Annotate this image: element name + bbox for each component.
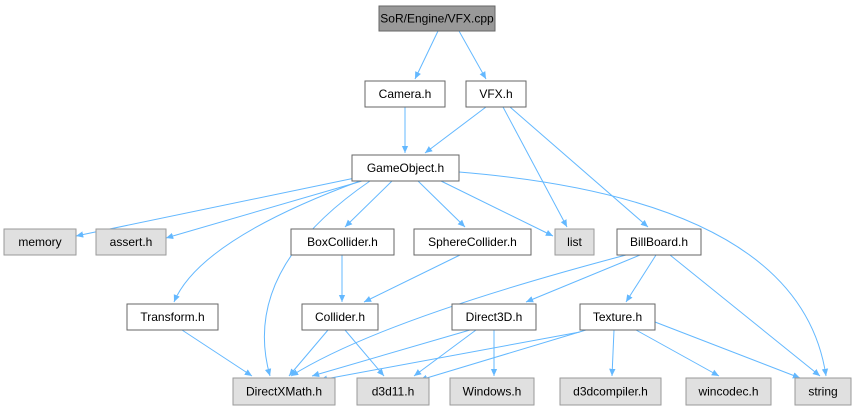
node-direct3d_h[interactable]: Direct3D.h: [451, 303, 537, 331]
node-label: VFX.h: [479, 87, 512, 101]
node-label: Texture.h: [593, 310, 642, 324]
node-label: wincodec.h: [697, 385, 758, 399]
node-box: [351, 154, 460, 182]
edge-billboard_h-to-string: [669, 254, 821, 377]
node-box: [794, 377, 852, 406]
edge-texture_h-to-d3d11_h: [419, 329, 587, 381]
node-d3dcompiler_h: d3dcompiler.h: [559, 377, 662, 406]
node-collider_h[interactable]: Collider.h: [301, 303, 379, 331]
edge-vfx_cpp-to-vfx_h: [458, 30, 487, 80]
node-label: list: [567, 235, 582, 249]
node-box: [364, 80, 446, 108]
edge-vfx_h-to-billboard_h: [509, 106, 649, 228]
edge-collider_h-to-directxmath_h: [288, 329, 329, 377]
edge-gameobject_h-to-assert_h: [165, 180, 363, 240]
node-billboard_h[interactable]: BillBoard.h: [616, 228, 702, 256]
node-label: GameObject.h: [367, 161, 444, 175]
node-directxmath_h: DirectXMath.h: [232, 377, 336, 406]
node-gameobject_h[interactable]: GameObject.h: [351, 154, 460, 182]
node-box: [616, 228, 702, 256]
node-wincodec_h: wincodec.h: [685, 377, 772, 406]
edge-texture_h-to-string: [654, 321, 801, 379]
node-label: DirectXMath.h: [246, 385, 322, 399]
node-vfx_h[interactable]: VFX.h: [465, 80, 527, 108]
node-label: assert.h: [110, 235, 153, 249]
node-box: [3, 228, 77, 256]
node-box: [356, 377, 430, 406]
node-windows_h: Windows.h: [449, 377, 535, 406]
node-label: d3dcompiler.h: [573, 385, 648, 399]
edge-spherecollider_h-to-collider_h: [363, 254, 461, 303]
edge-transform_h-to-directxmath_h: [181, 329, 253, 377]
node-box: [465, 80, 527, 108]
edge-billboard_h-to-directxmath_h: [290, 254, 627, 377]
edge-gameobject_h-to-memory: [75, 177, 356, 238]
node-label: memory: [18, 235, 61, 249]
node-label: SphereCollider.h: [428, 235, 517, 249]
node-transform_h[interactable]: Transform.h: [126, 303, 219, 331]
edge-gameobject_h-to-list: [440, 180, 554, 237]
edge-gameobject_h-to-boxcollider_h: [344, 180, 393, 228]
node-list: list: [554, 228, 595, 256]
node-box: [559, 377, 662, 406]
node-memory: memory: [3, 228, 77, 256]
edge-gameobject_h-to-directxmath_h: [263, 180, 371, 377]
node-box: [95, 228, 167, 256]
node-texture_h[interactable]: Texture.h: [579, 303, 656, 331]
node-d3d11_h: d3d11.h: [356, 377, 430, 406]
edge-gameobject_h-to-spherecollider_h: [417, 180, 466, 228]
node-label: Camera.h: [379, 87, 432, 101]
node-label: Windows.h: [463, 385, 522, 399]
node-string: string: [794, 377, 852, 406]
edge-vfx_h-to-list: [502, 106, 568, 228]
node-box: [579, 303, 656, 331]
node-box: [126, 303, 219, 331]
edge-collider_h-to-d3d11_h: [344, 329, 385, 377]
node-assert_h: assert.h: [95, 228, 167, 256]
node-label: SoR/Engine/VFX.cpp: [380, 12, 494, 26]
node-label: BoxCollider.h: [307, 235, 378, 249]
edge-billboard_h-to-texture_h: [625, 254, 657, 303]
edge-texture_h-to-d3dcompiler_h: [609, 329, 616, 377]
node-vfx_cpp: SoR/Engine/VFX.cpp: [378, 5, 496, 32]
edges-layer: [75, 30, 829, 382]
node-box: [554, 228, 595, 256]
node-label: string: [808, 385, 837, 399]
node-box: [301, 303, 379, 331]
node-box: [378, 5, 496, 32]
node-boxcollider_h[interactable]: BoxCollider.h: [290, 228, 395, 256]
node-label: d3d11.h: [372, 385, 415, 399]
node-box: [451, 303, 537, 331]
node-label: Direct3D.h: [466, 310, 523, 324]
edge-texture_h-to-directxmath_h: [319, 331, 581, 382]
node-box: [449, 377, 535, 406]
node-label: Transform.h: [140, 310, 204, 324]
node-box: [232, 377, 336, 406]
edge-billboard_h-to-direct3d_h: [525, 254, 641, 303]
edge-direct3d_h-to-directxmath_h: [311, 329, 471, 378]
node-box: [290, 228, 395, 256]
edge-vfx_h-to-gameobject_h: [424, 106, 487, 154]
node-spherecollider_h[interactable]: SphereCollider.h: [413, 228, 532, 256]
edge-direct3d_h-to-d3d11_h: [413, 329, 477, 377]
node-box: [685, 377, 772, 406]
edge-gameobject_h-to-string: [458, 171, 829, 377]
edge-texture_h-to-wincodec_h: [635, 329, 720, 377]
edge-gameobject_h-to-transform_h: [173, 180, 361, 303]
node-box: [413, 228, 532, 256]
edge-vfx_cpp-to-camera_h: [414, 30, 439, 80]
node-camera_h[interactable]: Camera.h: [364, 80, 446, 108]
node-label: BillBoard.h: [630, 235, 688, 249]
node-label: Collider.h: [315, 310, 365, 324]
